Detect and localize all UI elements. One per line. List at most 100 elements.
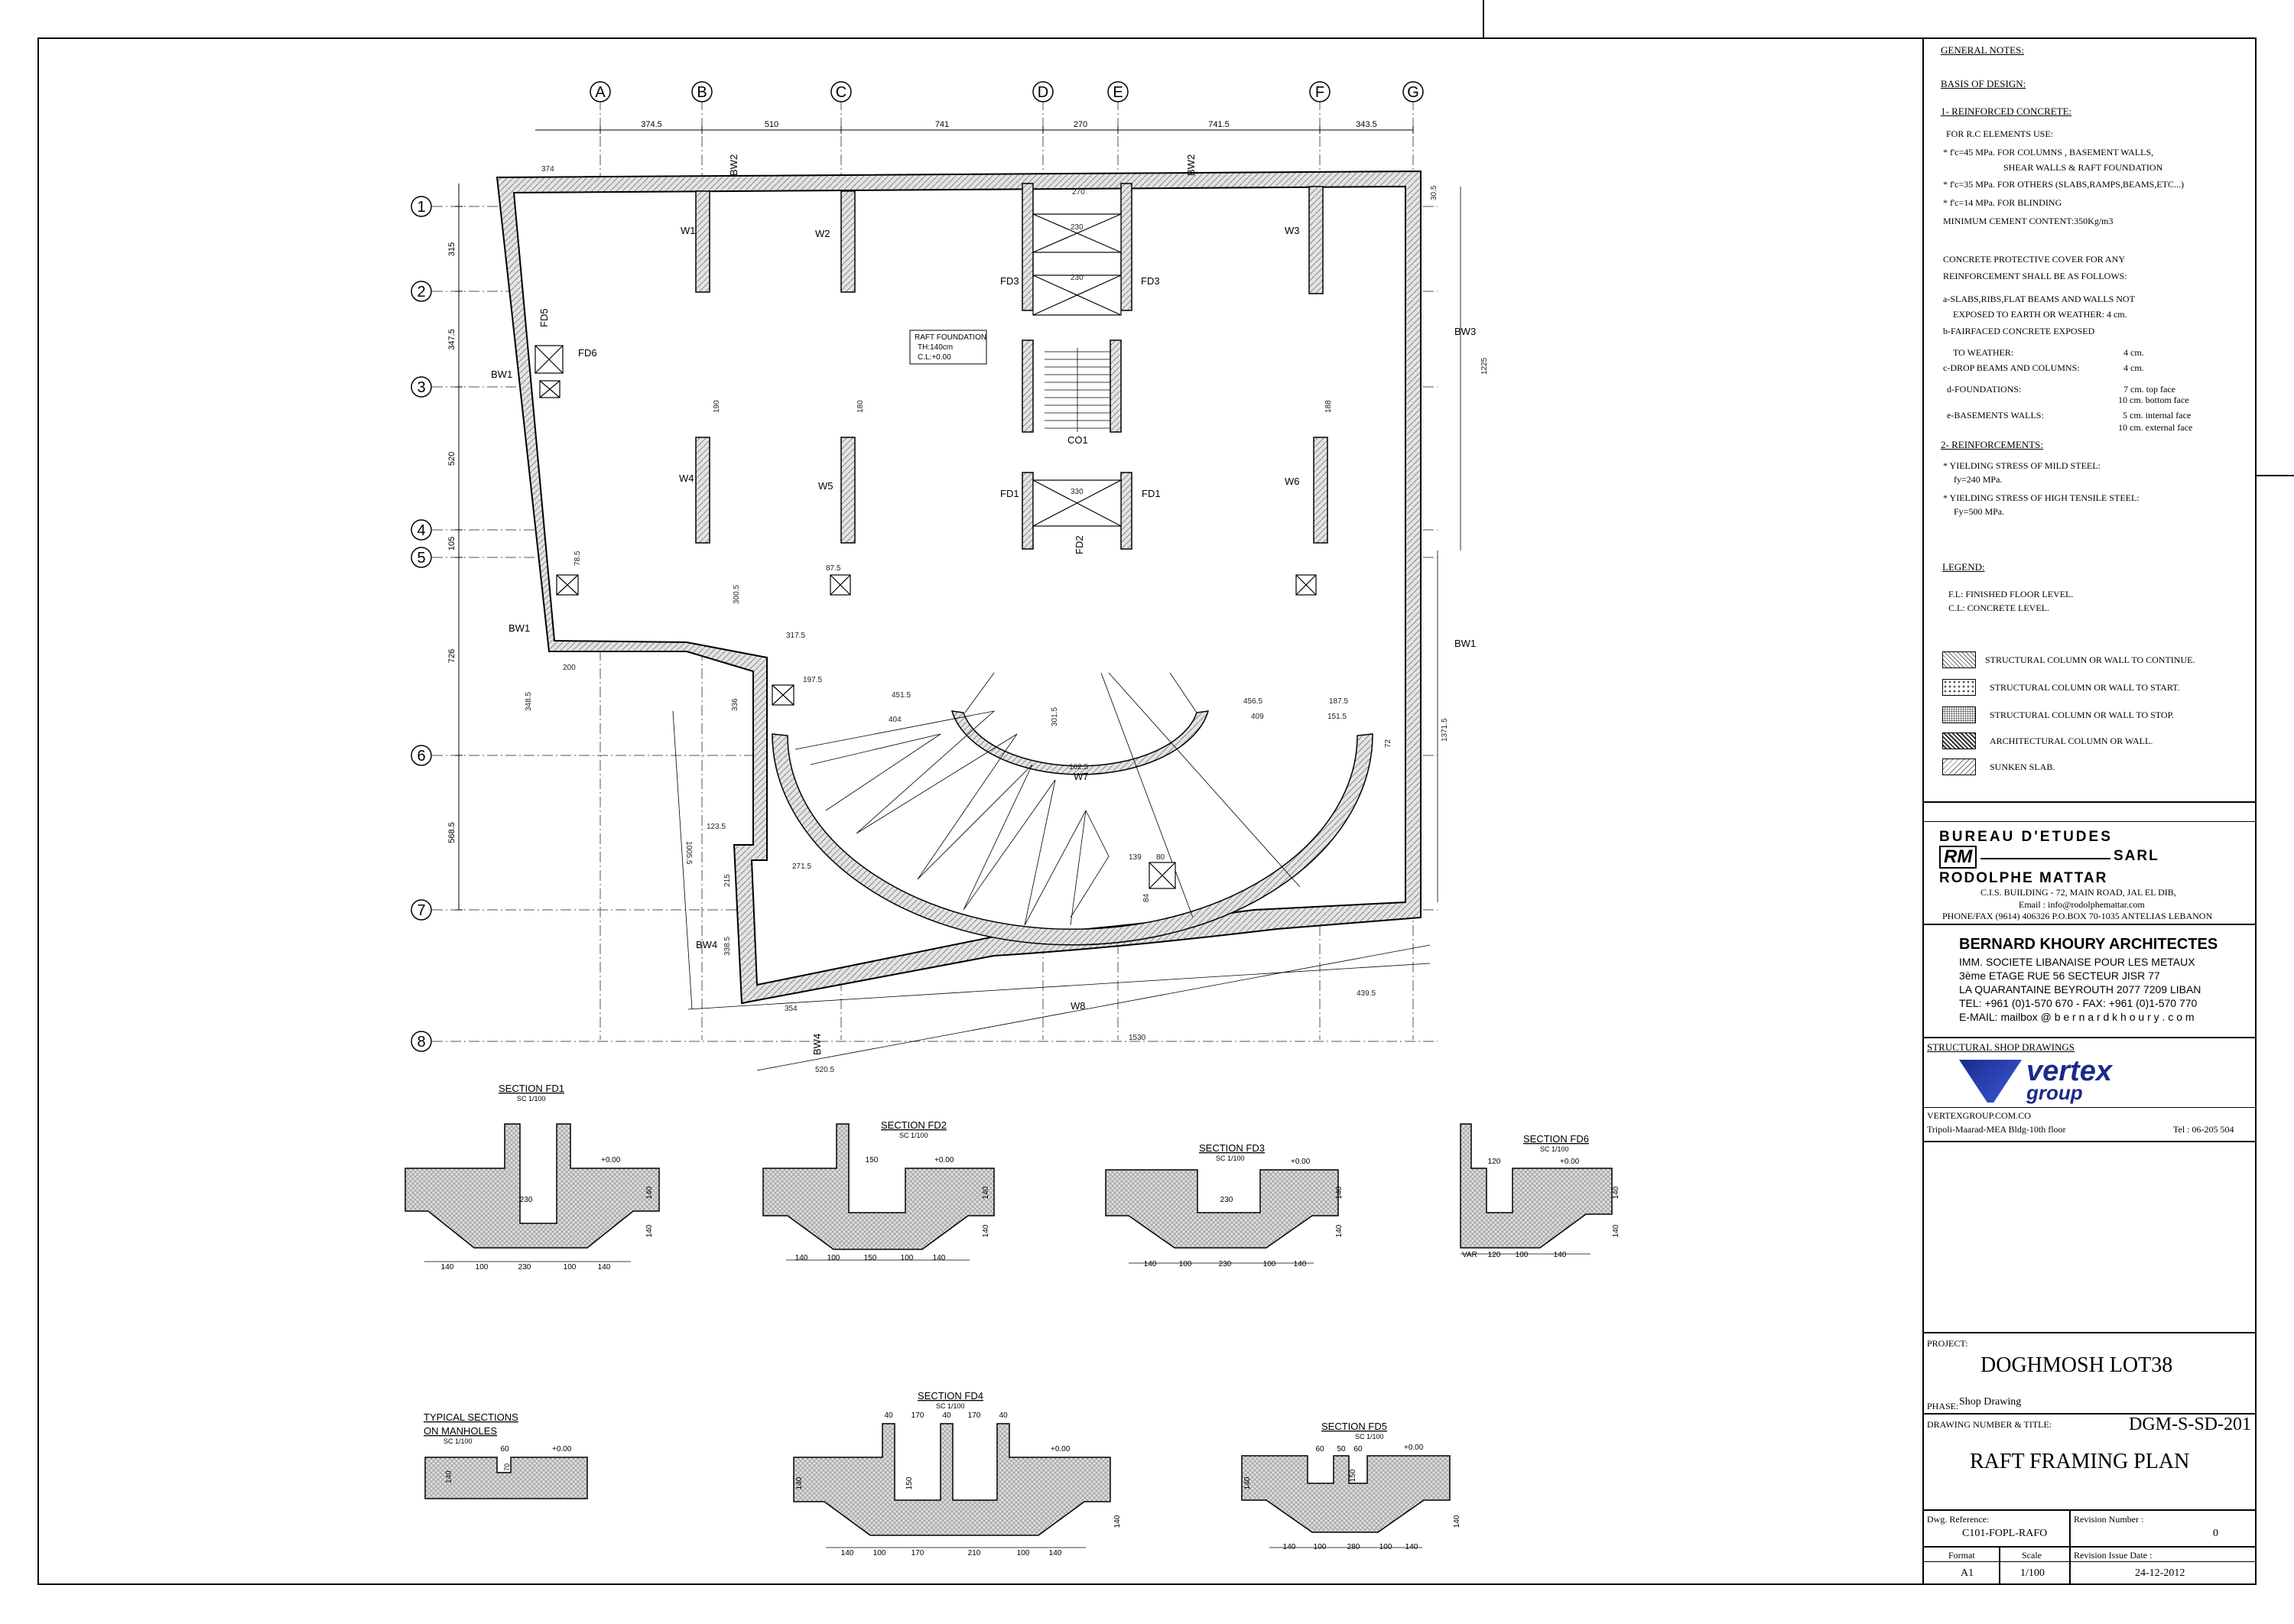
manhole-openings (535, 345, 1317, 889)
svg-text:W7: W7 (1074, 771, 1089, 782)
svg-text:70: 70 (503, 1463, 511, 1471)
svg-text:BW2: BW2 (1185, 154, 1197, 176)
svg-text:SC 1/100: SC 1/100 (444, 1437, 473, 1445)
grid-label-col: A (595, 84, 606, 101)
bureau-logo-line (1980, 858, 2110, 859)
stair-left-wall (1022, 339, 1034, 433)
svg-text:187.5: 187.5 (1329, 697, 1348, 706)
vertex-logo-subtext: group (2026, 1081, 2083, 1104)
svg-text:123.5: 123.5 (707, 823, 726, 831)
svg-text:215: 215 (723, 874, 732, 887)
general-notes-heading: GENERAL NOTES: (1941, 44, 2024, 56)
note-line: c-DROP BEAMS AND COLUMNS: (1943, 362, 2080, 373)
svg-text:SC 1/100: SC 1/100 (1540, 1145, 1569, 1153)
section-fd1: SECTION FD1 SC 1/100 +0.00 140 100 230 1… (405, 1083, 660, 1272)
svg-text:78.5: 78.5 (574, 551, 582, 566)
stair-right-wall (1110, 339, 1122, 433)
architect-name: BERNARD KHOURY ARCHITECTES (1959, 936, 2218, 953)
drawing-title: RAFT FRAMING PLAN (1970, 1450, 2190, 1473)
drawing-number: DGM-S-SD-201 (2129, 1415, 2252, 1434)
svg-text:741.5: 741.5 (1208, 120, 1230, 129)
svg-text:100: 100 (873, 1549, 886, 1557)
svg-text:374.5: 374.5 (641, 120, 662, 129)
svg-text:188: 188 (1324, 400, 1333, 413)
foundation-labels: FD3 FD3 FD1 FD1 FD2 FD5 FD6 (538, 275, 1161, 554)
svg-text:404: 404 (889, 716, 902, 724)
legend-note: C.L: CONCRETE LEVEL. (1948, 603, 2049, 613)
grid-label-row: 8 (417, 1034, 425, 1051)
vertex-website: VERTEXGROUP.COM.CO (1927, 1110, 2031, 1121)
note-line: * f'c=45 MPa. FOR COLUMNS , BASEMENT WAL… (1943, 147, 2154, 158)
legend-item: SUNKEN SLAB. (1990, 762, 2055, 772)
svg-text:230: 230 (1219, 1260, 1232, 1268)
issue-date-value: 24-12-2012 (2135, 1567, 2185, 1579)
grid-bubbles-rows: 1 2 3 4 5 6 7 8 (411, 196, 432, 1052)
svg-text:100: 100 (1516, 1251, 1529, 1259)
note-value: 5 cm. internal face (2123, 410, 2192, 421)
section-title: SECTION FD6 (1523, 1133, 1589, 1145)
svg-text:568.5: 568.5 (447, 822, 457, 843)
svg-text:230: 230 (1071, 274, 1084, 282)
note-line: * YIELDING STRESS OF HIGH TENSILE STEEL: (1943, 492, 2140, 503)
svg-text:100: 100 (1017, 1549, 1030, 1557)
svg-text:140: 140 (1554, 1251, 1567, 1259)
svg-text:100: 100 (1314, 1543, 1327, 1551)
tb-divider (1923, 1037, 2256, 1038)
tb-divider (1923, 1332, 2256, 1333)
note-line: REINFORCEMENT SHALL BE AS FOLLOWS: (1943, 271, 2127, 281)
grid-label-row: 4 (417, 522, 425, 539)
reference-label: Dwg. Reference: (1927, 1514, 1990, 1525)
svg-text:FD6: FD6 (578, 347, 597, 359)
format-value: A1 (1961, 1567, 1974, 1579)
svg-text:FD5: FD5 (538, 308, 550, 327)
section-title: SECTION FD1 (499, 1083, 564, 1094)
legend-swatch-start (1942, 679, 1976, 696)
svg-text:170: 170 (911, 1549, 924, 1557)
svg-text:+0.00: +0.00 (934, 1156, 954, 1164)
svg-text:SC 1/100: SC 1/100 (1216, 1155, 1245, 1162)
tb-divider (1923, 1509, 2256, 1511)
svg-text:230: 230 (520, 1196, 533, 1204)
section-fd3: SECTION FD3 SC 1/100 +0.00 140 100 230 1… (1105, 1142, 1344, 1268)
svg-text:230: 230 (1071, 223, 1084, 232)
reference-value: C101-FOPL-RAFO (1962, 1528, 2048, 1539)
svg-text:FD1: FD1 (1142, 488, 1161, 499)
svg-text:+0.00: +0.00 (601, 1156, 621, 1164)
note-line: d-FOUNDATIONS: (1947, 384, 2022, 395)
svg-text:150: 150 (864, 1254, 877, 1262)
svg-text:301.5: 301.5 (1051, 707, 1059, 726)
svg-text:W4: W4 (679, 473, 694, 484)
note-line: FOR R.C ELEMENTS USE: (1946, 128, 2054, 139)
svg-text:439.5: 439.5 (1357, 989, 1376, 998)
rc-heading: 1- REINFORCED CONCRETE: (1941, 106, 2072, 117)
bureau-name: RODOLPHE MATTAR (1939, 870, 2108, 886)
svg-text:W1: W1 (681, 225, 696, 236)
section-fd5: SECTION FD5 SC 1/100 +0.00 140 100 280 1… (1241, 1421, 1461, 1551)
svg-text:343.5: 343.5 (1356, 120, 1377, 129)
note-line: EXPOSED TO EARTH OR WEATHER: 4 cm. (1953, 309, 2127, 320)
svg-text:140: 140 (441, 1263, 454, 1272)
project-label: PROJECT: (1927, 1338, 1968, 1349)
wall-w1 (695, 190, 710, 293)
scale-value: 1/100 (2020, 1567, 2045, 1579)
section-manholes: TYPICAL SECTIONS ON MANHOLES SC 1/100 +0… (424, 1411, 588, 1499)
note-line: e-BASEMENTS WALLS: (1947, 410, 2044, 421)
svg-text:SC 1/100: SC 1/100 (899, 1132, 928, 1139)
svg-text:+0.00: +0.00 (552, 1445, 572, 1453)
section-title: SECTION FD2 (881, 1119, 947, 1131)
svg-text:FD2: FD2 (1074, 535, 1085, 554)
svg-text:BW1: BW1 (491, 369, 512, 380)
svg-text:140: 140 (1283, 1543, 1296, 1551)
note-value: 10 cm. external face (2118, 422, 2193, 433)
tb-divider (1923, 1561, 2256, 1562)
svg-text:520: 520 (447, 452, 457, 466)
svg-text:60: 60 (1315, 1445, 1324, 1453)
left-dimension-chain (455, 184, 463, 911)
svg-text:140: 140 (1049, 1549, 1062, 1557)
architect-line: E-MAIL: mailbox @ b e r n a r d k h o u … (1959, 1011, 2195, 1023)
note-line: * f'c=35 MPa. FOR OTHERS (SLABS,RAMPS,BE… (1943, 179, 2184, 190)
svg-text:140: 140 (982, 1224, 990, 1237)
svg-text:300.5: 300.5 (733, 585, 741, 604)
svg-text:140: 140 (645, 1186, 654, 1199)
tb-divider (1923, 1413, 2256, 1415)
